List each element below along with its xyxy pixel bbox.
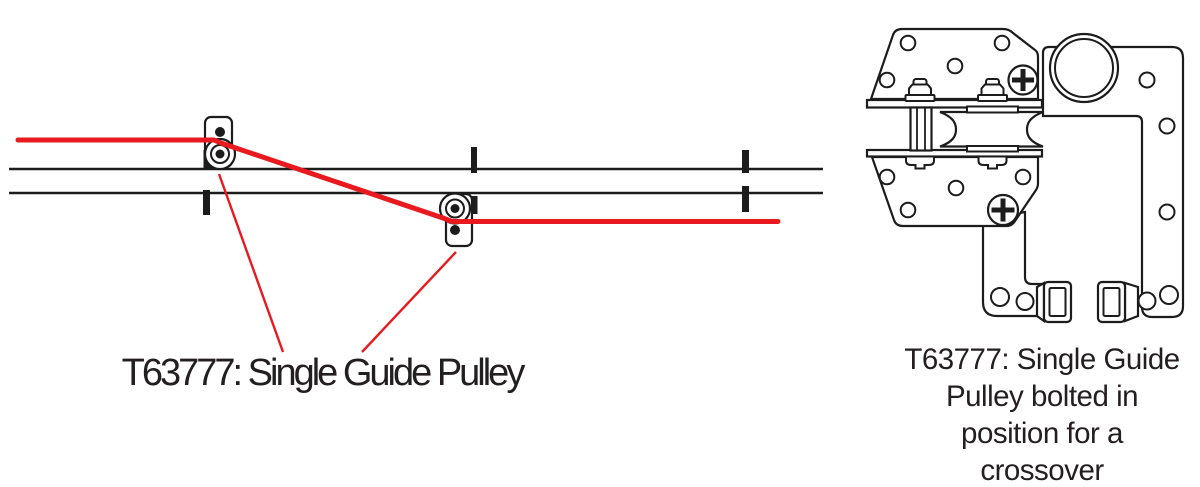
phillips-screw-bottom [986,193,1020,227]
upper-hole-1 [899,34,917,52]
bolt-right-nut [980,83,1005,96]
right-block-inner [1102,287,1121,317]
mounting-plate [1041,45,1185,319]
lower-hole-4 [1014,168,1032,186]
tube-inner [1054,38,1114,98]
phillips-screw-top [1007,64,1039,96]
left-leg-hole-2 [1015,292,1035,311]
pulley-2-bolt-dot [450,225,460,235]
upper-hole-2 [993,34,1011,52]
sheave-washer-top [966,105,1019,114]
bolt-left [904,78,936,102]
caption-line-1: T63777: Single Guide [904,343,1179,376]
plate-hole-3 [1158,203,1176,221]
pulley-assembly-drawing [865,27,1185,324]
upper-bracket [869,27,1040,101]
pulley-sheave [939,105,1044,153]
lower-hole-2 [899,201,917,219]
plate-hole-1 [1138,71,1156,89]
sheave-washer-bottom [966,145,1019,153]
crossover-schematic: T63777: Single Guide Pulley [9,115,823,394]
axle-bolt-shaft [909,106,933,152]
left-clamp-leg [981,210,1045,318]
caption-line-2: Pulley bolted in [946,380,1138,413]
upper-hole-3 [946,57,964,75]
caption-line-4: crossover [980,454,1104,487]
plate-hole-4 [1137,291,1157,311]
pulley-1-wheel-axle [215,149,225,159]
leader-line-pulley-1 [217,173,285,353]
plate-hole-5 [1159,285,1179,305]
schematic-label: T63777: Single Guide Pulley [122,352,526,394]
bolt-right-washer [977,94,1008,102]
assembly-caption: T63777: Single Guide Pulley bolted in po… [904,343,1180,487]
lower-hole-3 [947,179,965,197]
upper-hole-4 [878,71,896,89]
toolbar-tube [1048,32,1120,104]
sheave-body [939,110,1044,148]
slotted-screw-left [905,155,935,170]
pulley-2-wheel-axle [450,204,460,213]
left-block-inner [1048,287,1067,317]
left-leg-hole-1 [990,287,1010,307]
caption-line-3: position for a [961,417,1124,450]
crossover-cable [15,137,781,224]
slotted-screw-right [977,155,1008,170]
pulley-1-bolt-dot [215,127,225,137]
flange-bar-bottom [865,148,1044,158]
leader-line-pulley-2 [361,251,457,353]
right-block-connector [1123,281,1140,323]
bolt-right [977,78,1008,102]
flange-bar-top [865,98,1044,109]
axle-shaft-outline [909,106,933,152]
clamp-blocks [1035,280,1140,324]
bolt-left-nut [908,83,932,96]
bolt-left-washer [904,94,936,102]
lower-hole-1 [878,168,896,186]
lower-bracket [870,155,1040,228]
plate-hole-2 [1158,117,1176,135]
